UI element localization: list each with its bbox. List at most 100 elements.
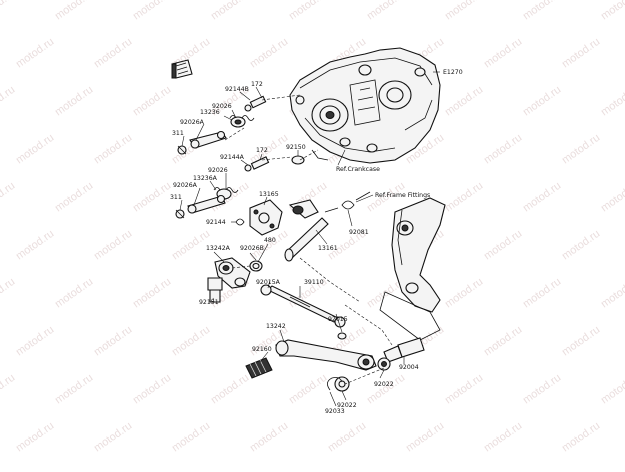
label-92151: 92151 — [199, 299, 219, 306]
watermark-text: motod.ru — [248, 132, 290, 167]
watermark-text: motod.ru — [287, 372, 329, 407]
watermark-text: motod.ru — [521, 372, 563, 407]
watermark-text: motod.ru — [599, 180, 625, 215]
label-13242: 13242 — [266, 323, 286, 330]
watermark-text: motod.ru — [443, 372, 485, 407]
manual-book-icon — [171, 59, 193, 79]
watermark-text: motod.ru — [560, 132, 602, 167]
label-92026-lower: 92026 — [208, 167, 228, 174]
watermark-text: motod.ru — [365, 372, 407, 407]
watermark-text: motod.ru — [599, 276, 625, 311]
watermark-text: motod.ru — [248, 420, 290, 455]
watermark-text: motod.ru — [131, 0, 173, 22]
watermark-text: motod.ru — [248, 36, 290, 71]
label-13236: 13236 — [200, 109, 220, 116]
watermark-text: motod.ru — [443, 84, 485, 119]
watermark-text: motod.ru — [521, 276, 563, 311]
label-480: 480 — [264, 237, 276, 244]
label-92026B: 92026B — [240, 245, 264, 252]
label-311-upper: 311 — [172, 130, 184, 137]
label-92015A: 92015A — [256, 279, 281, 286]
label-92022-upper: 92022 — [374, 381, 394, 388]
watermark-text: motod.ru — [209, 0, 251, 22]
label-92144B: 92144B — [225, 86, 249, 93]
label-92150: 92150 — [286, 144, 306, 151]
watermark-text: motod.ru — [131, 84, 173, 119]
label-92026A-lower: 92026A — [173, 182, 198, 189]
upper-parts — [175, 95, 371, 262]
label-13165: 13165 — [259, 191, 279, 198]
watermark-text: motod.ru — [92, 132, 134, 167]
ref-crankcase: Ref.Crankcase — [336, 166, 380, 173]
watermark-text: motod.ru — [92, 36, 134, 71]
label-13242A: 13242A — [206, 245, 231, 252]
ref-frame-fittings: Ref.Frame Fittings — [375, 192, 430, 199]
watermark-text: motod.ru — [482, 228, 524, 263]
watermark-text: motod.ru — [131, 276, 173, 311]
watermark-text: motod.ru — [482, 36, 524, 71]
watermark-text: motod.ru — [0, 372, 17, 407]
watermark-text: motod.ru — [482, 420, 524, 455]
watermark-text: motod.ru — [560, 228, 602, 263]
watermark-text: motod.ru — [521, 84, 563, 119]
watermark-text: motod.ru — [560, 324, 602, 359]
watermark-text: motod.ru — [92, 324, 134, 359]
watermark-text: motod.ru — [0, 276, 17, 311]
label-13236A: 13236A — [193, 175, 218, 182]
frame-fitting — [379, 197, 446, 341]
crankcase — [289, 47, 441, 164]
watermark-text: motod.ru — [92, 420, 134, 455]
leader-lines — [179, 71, 440, 407]
watermark-text: motod.ru — [53, 180, 95, 215]
label-92015: 92015 — [328, 316, 348, 323]
watermark-text: motod.ru — [14, 420, 56, 455]
watermark-text: motod.ru — [0, 84, 17, 119]
watermark-text: motod.ru — [14, 36, 56, 71]
watermark-text: motod.ru — [326, 420, 368, 455]
label-92033: 92033 — [325, 408, 345, 415]
watermark-text: motod.ru — [170, 420, 212, 455]
label-92026-upper: 92026 — [212, 103, 232, 110]
label-92144: 92144 — [206, 219, 226, 226]
watermark-text: motod.ru — [53, 84, 95, 119]
watermark-text: motod.ru — [92, 228, 134, 263]
watermark-text: motod.ru — [443, 276, 485, 311]
watermark-text: motod.ru — [482, 324, 524, 359]
watermark-text: motod.ru — [53, 276, 95, 311]
label-92026A-upper: 92026A — [180, 119, 205, 126]
watermark-text: motod.ru — [443, 0, 485, 22]
label-92144A: 92144A — [220, 154, 245, 161]
watermark-text: motod.ru — [521, 0, 563, 22]
watermark-text: motod.ru — [53, 372, 95, 407]
label-172-upper: 172 — [251, 81, 263, 88]
label-172-lower: 172 — [256, 147, 268, 154]
label-92160: 92160 — [252, 346, 272, 353]
watermark-text: motod.ru — [521, 180, 563, 215]
watermark-text: motod.ru — [209, 372, 251, 407]
watermark-text: motod.ru — [170, 324, 212, 359]
watermark-text: motod.ru — [443, 180, 485, 215]
label-39110: 39110 — [304, 279, 324, 286]
watermark-text: motod.ru — [0, 0, 17, 22]
watermark-text: motod.ru — [560, 36, 602, 71]
watermark-text: motod.ru — [131, 180, 173, 215]
watermark-text: motod.ru — [287, 0, 329, 22]
watermark-text: motod.ru — [14, 228, 56, 263]
watermark-text: motod.ru — [560, 420, 602, 455]
watermark-text: motod.ru — [131, 372, 173, 407]
watermark-text: motod.ru — [14, 324, 56, 359]
lower-parts — [207, 257, 425, 392]
label-92081: 92081 — [349, 229, 369, 236]
label-13161: 13161 — [318, 245, 338, 252]
label-92004: 92004 — [399, 364, 419, 371]
watermark-text: motod.ru — [404, 420, 446, 455]
watermark-text: motod.ru — [14, 132, 56, 167]
label-92022-lower: 92022 — [337, 402, 357, 409]
watermark-text: motod.ru — [482, 132, 524, 167]
part-labels: E1270 92144B 172 92026 13236 92026A 311 … — [170, 69, 463, 415]
assembly-lines — [224, 94, 393, 385]
watermark-text: motod.ru — [365, 0, 407, 22]
watermark-text: motod.ru — [599, 84, 625, 119]
label-311-lower: 311 — [170, 194, 182, 201]
